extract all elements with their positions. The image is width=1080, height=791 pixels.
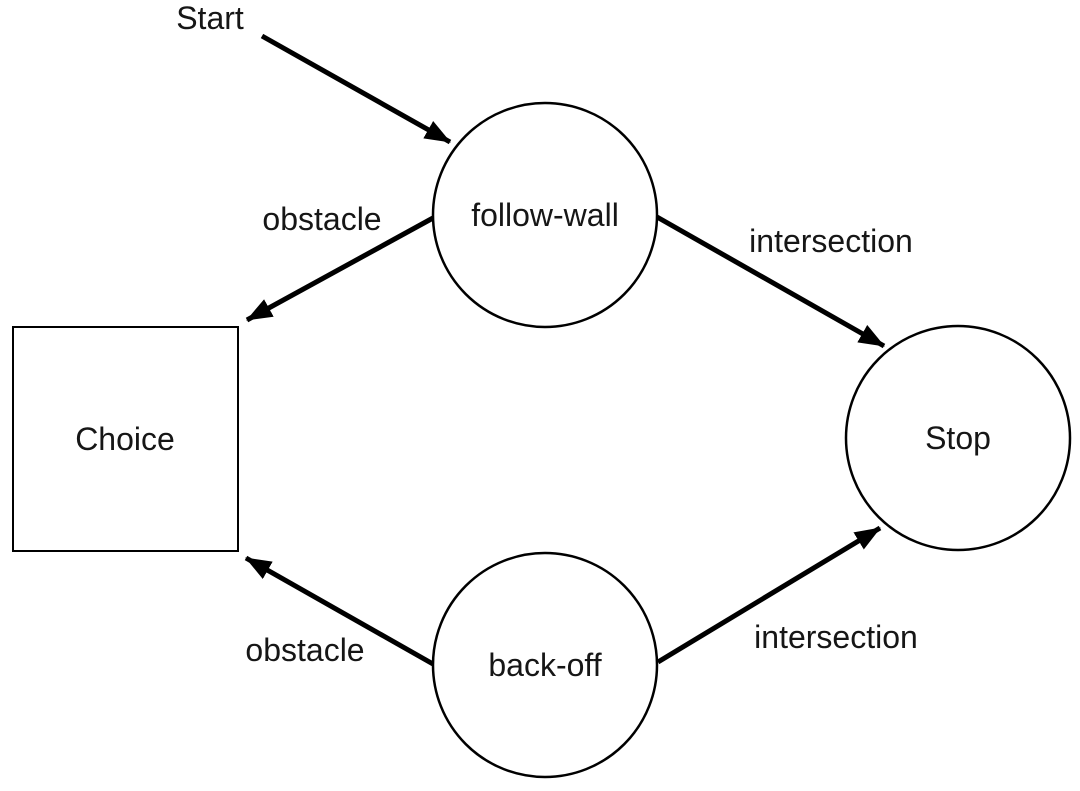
node-follow-wall: follow-wall xyxy=(431,101,659,329)
edge-follow-wall-to-stop xyxy=(655,214,886,349)
edge-follow-wall-to-choice xyxy=(245,215,435,323)
edge-label-intersection-bottom: intersection xyxy=(754,619,918,655)
edge-back-off-to-stop xyxy=(656,525,882,665)
follow-wall-circle xyxy=(431,101,659,329)
edge-label-obstacle-bottom: obstacle xyxy=(245,632,364,668)
node-stop: Stop xyxy=(844,324,1072,552)
choice-square xyxy=(12,326,239,552)
back-off-label: back-off xyxy=(488,647,601,683)
edge-label-obstacle-top: obstacle xyxy=(262,201,381,237)
edge-back-off-to-choice xyxy=(244,555,435,667)
back-off-circle xyxy=(431,551,659,779)
start-label: Start xyxy=(176,0,244,36)
choice-label: Choice xyxy=(75,421,175,457)
stop-circle xyxy=(844,324,1072,552)
stop-label: Stop xyxy=(925,420,991,456)
edge-label-intersection-top: intersection xyxy=(749,223,913,259)
edge-start-to-follow-wall xyxy=(260,33,452,145)
follow-wall-label: follow-wall xyxy=(471,197,619,233)
node-choice: Choice xyxy=(12,326,239,552)
node-back-off: back-off xyxy=(431,551,659,779)
